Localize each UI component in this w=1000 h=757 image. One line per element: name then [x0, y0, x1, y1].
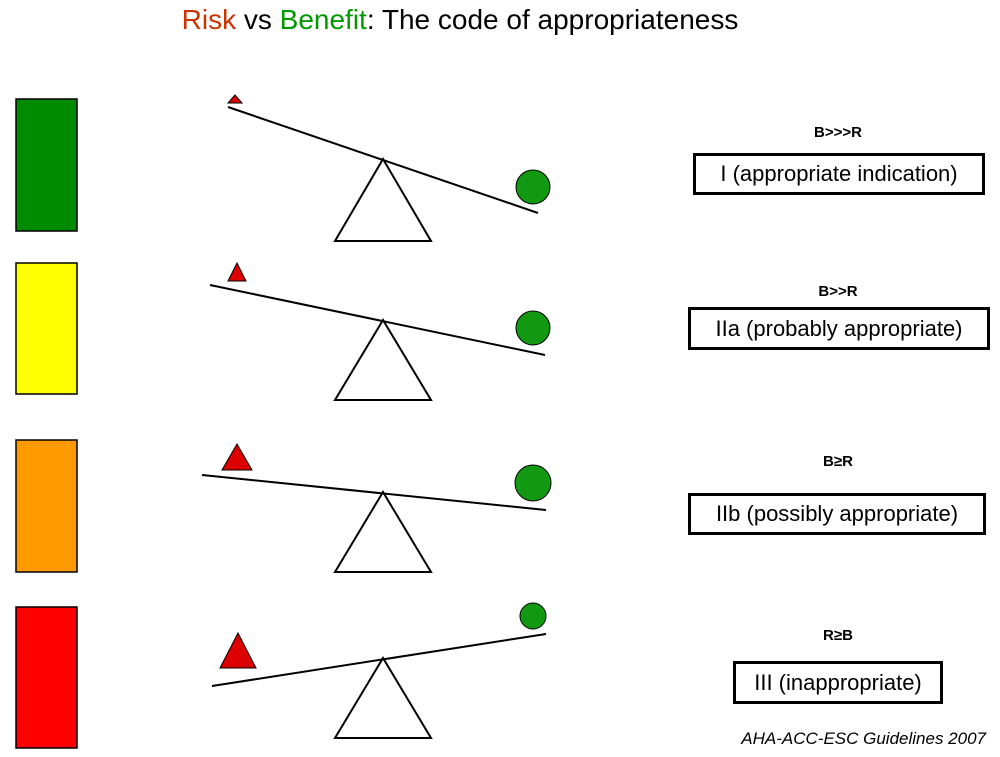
title-benefit-word: Benefit	[279, 4, 367, 35]
color-bar-yellow	[15, 262, 78, 395]
balance-beam	[211, 633, 547, 687]
balance-beam	[227, 106, 539, 214]
color-bar-green	[15, 98, 78, 232]
fulcrum-triangle	[333, 656, 433, 739]
source-citation: AHA-ACC-ESC Guidelines 2007	[741, 729, 986, 748]
benefit-circle-marker	[514, 464, 552, 502]
risk-triangle-marker	[219, 631, 257, 669]
balance-beam	[201, 474, 547, 511]
title-rest: : The code of appropriateness	[366, 4, 739, 35]
benefit-circle-marker	[519, 602, 547, 630]
benefit-circle-marker	[515, 310, 551, 346]
page-title: Risk vs Benefit: The code of appropriate…	[0, 4, 920, 36]
balance-beam	[209, 284, 546, 356]
risk-triangle-marker	[221, 442, 253, 471]
ratio-label: R≥B	[823, 627, 853, 644]
class-label-box: IIb (possibly appropriate)	[688, 493, 986, 535]
color-bar-orange	[15, 439, 78, 573]
title-vs-word: vs	[236, 4, 280, 35]
class-label-box: IIa (probably appropriate)	[688, 307, 990, 350]
risk-triangle-marker	[226, 94, 244, 104]
risk-triangle-marker	[227, 261, 247, 282]
fulcrum-triangle	[333, 490, 433, 573]
benefit-circle-marker	[515, 169, 551, 205]
ratio-label: B>>>R	[814, 124, 862, 141]
fulcrum-triangle	[333, 157, 433, 242]
color-bar-red	[15, 606, 78, 749]
class-label-box: III (inappropriate)	[733, 661, 943, 704]
class-label-box: I (appropriate indication)	[693, 153, 985, 195]
fulcrum-triangle	[333, 318, 433, 401]
ratio-label: B>>R	[818, 283, 858, 300]
ratio-label: B≥R	[823, 453, 853, 470]
title-risk-word: Risk	[181, 4, 237, 35]
